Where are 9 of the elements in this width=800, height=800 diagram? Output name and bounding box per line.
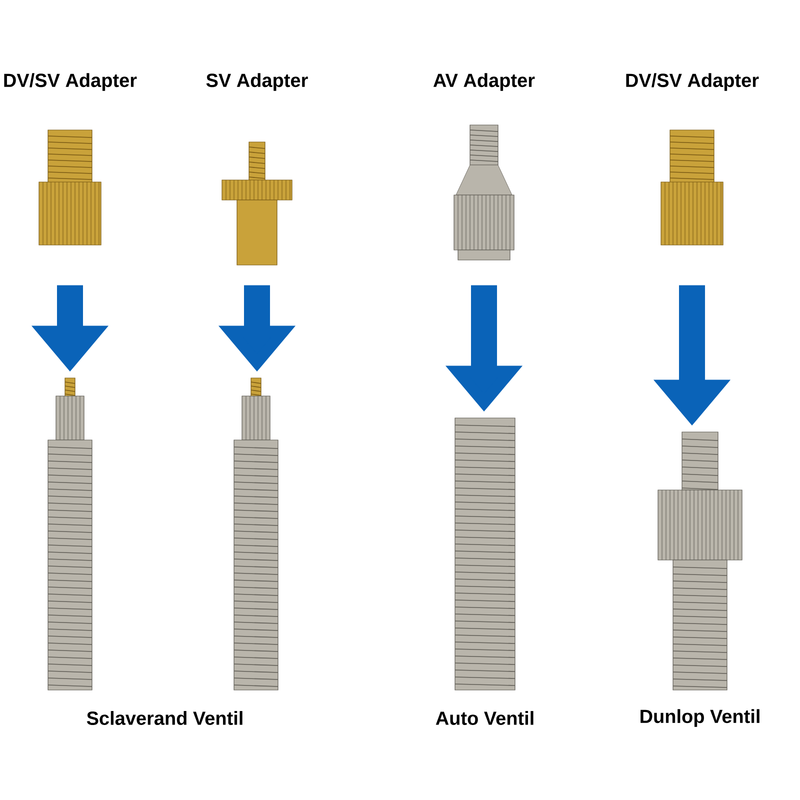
- caption-text: SV Adapter: [206, 73, 308, 91]
- caption-text: Dunlop Ventil: [640, 709, 760, 727]
- caption-text: AV Adapter: [433, 73, 535, 91]
- caption-text: Auto Ventil: [436, 711, 534, 725]
- valve-drawing: [48, 378, 92, 690]
- valve-drawing: [234, 378, 278, 690]
- caption-text: DV/SV Adapter: [4, 73, 137, 91]
- caption-text: DV/SV Adapter: [626, 73, 759, 91]
- caption-text: Sclaverand Ventil: [86, 711, 242, 725]
